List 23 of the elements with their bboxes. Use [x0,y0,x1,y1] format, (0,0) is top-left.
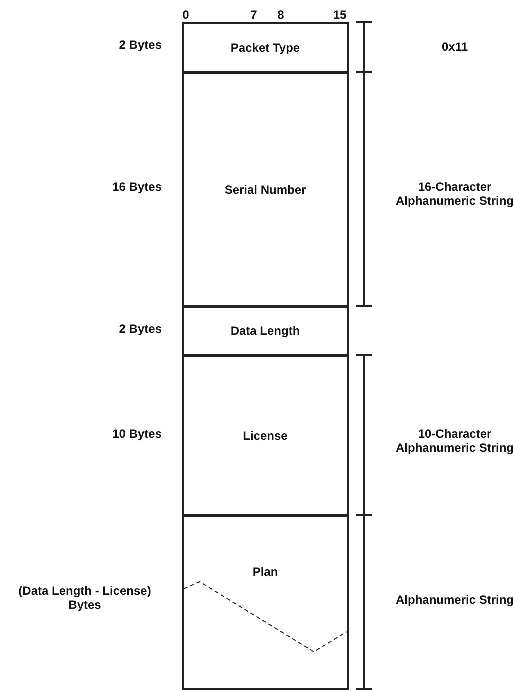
description-label: Alphanumeric String [394,593,514,607]
size-label: 10 Bytes [112,427,162,441]
bit-number: 0 [182,8,190,22]
description-label: 16-Character Alphanumeric String [394,180,514,208]
field-box [182,515,349,690]
size-label: (Data Length - License) Bytes [18,584,152,612]
field-name: Serial Number [224,182,306,196]
field-box [182,72,349,307]
field-name: Packet Type [230,40,300,54]
field-name: Data Length [230,324,300,338]
field-name: Plan [252,565,278,579]
bit-number: 15 [332,8,348,22]
bit-number: 7 [250,8,258,22]
size-label: 2 Bytes [118,322,162,336]
field-box [182,355,349,516]
description-label: 10-Character Alphanumeric String [394,427,514,455]
size-label: 16 Bytes [112,180,162,194]
field-box [182,306,349,356]
size-label: 2 Bytes [118,38,162,52]
field-box [182,22,349,73]
bit-number: 8 [276,8,286,22]
value-label: 0x11 [440,40,470,54]
field-name: License [243,428,288,442]
